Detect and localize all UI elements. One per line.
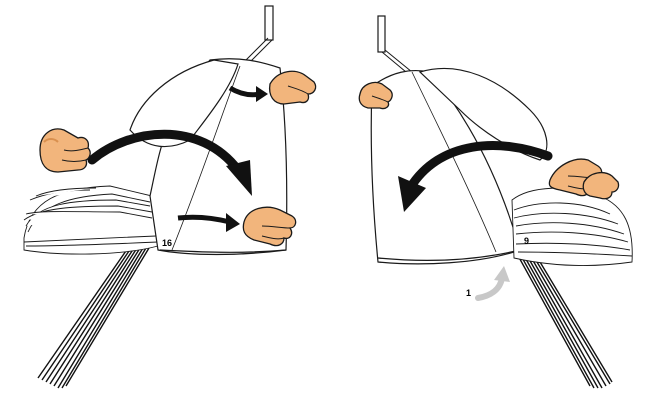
right-panel: 9 1 bbox=[358, 15, 633, 389]
straight-arrow-icon bbox=[228, 85, 268, 102]
hand-icon bbox=[39, 128, 91, 173]
curved-arrow-icon bbox=[87, 129, 252, 196]
hand-icon bbox=[358, 81, 393, 110]
folded-canopy-stack bbox=[23, 185, 159, 255]
hand-icon bbox=[242, 206, 297, 247]
left-panel: 16 bbox=[23, 5, 317, 389]
step-number-label: 16 bbox=[162, 238, 172, 248]
canopy-panel bbox=[370, 69, 521, 265]
hand-icon bbox=[268, 70, 317, 105]
hand-icon bbox=[582, 171, 620, 200]
attachment-hook-icon bbox=[239, 5, 274, 67]
attachment-hook-icon bbox=[377, 15, 413, 73]
suspension-lines-icon bbox=[37, 247, 150, 389]
curved-arrow-icon bbox=[475, 266, 510, 301]
folded-canopy-stack bbox=[511, 187, 633, 266]
straight-arrow-icon bbox=[177, 213, 240, 232]
canopy-sleeve bbox=[418, 67, 548, 161]
canopy-sleeve bbox=[129, 59, 239, 148]
step-number-label: 9 bbox=[524, 236, 529, 246]
secondary-step-label: 1 bbox=[466, 288, 471, 298]
curved-arrow-icon bbox=[398, 141, 553, 212]
suspension-lines-icon bbox=[515, 251, 613, 389]
